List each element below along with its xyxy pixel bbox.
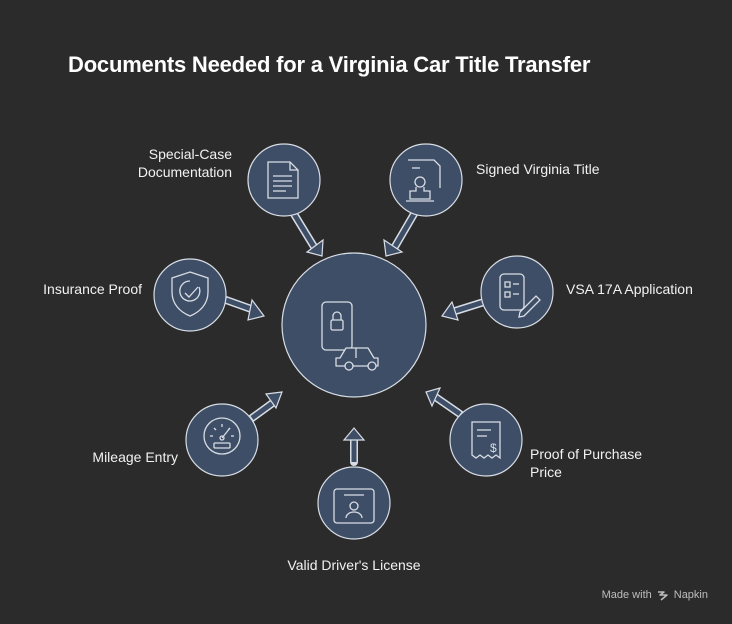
svg-text:$: $ — [490, 441, 497, 455]
node-mileage — [185, 403, 259, 477]
receipt-dollar-icon: $ — [471, 421, 501, 460]
node-special-case — [247, 143, 321, 217]
label-mileage: Mileage Entry — [92, 449, 178, 465]
napkin-brand-text: Napkin — [673, 589, 708, 601]
speedometer-icon — [203, 417, 241, 455]
shield-check-icon — [171, 271, 209, 317]
node-signed-title — [389, 143, 463, 217]
napkin-logo-icon — [657, 591, 668, 601]
id-card-icon — [333, 488, 375, 524]
center-node — [281, 252, 427, 398]
arrow-mileage — [248, 391, 283, 422]
arrow-vsa-17a — [440, 298, 488, 321]
document-icon — [267, 161, 299, 199]
node-insurance — [153, 258, 227, 332]
node-drivers-license — [317, 466, 391, 540]
label-proof-purchase: Proof of Purchase Price — [530, 446, 643, 480]
phone-lock-car-icon — [321, 301, 379, 371]
label-signed-title: Signed Virginia Title — [476, 161, 600, 177]
arrow-insurance — [222, 296, 266, 321]
arrow-signed-title — [383, 210, 418, 257]
arrow-proof-purchase — [425, 387, 464, 418]
checklist-pen-icon — [499, 273, 541, 318]
arrow-special-case — [290, 210, 324, 257]
stamp-certificate-icon — [406, 159, 441, 202]
arrow-drivers-license — [342, 427, 366, 466]
label-special-case: Special-Case Documentation — [137, 146, 232, 180]
diagram-title: Documents Needed for a Virginia Car Titl… — [68, 52, 591, 77]
label-vsa-17a: VSA 17A Application — [566, 281, 693, 297]
label-insurance: Insurance Proof — [43, 281, 142, 297]
napkin-footer: Made with Napkin — [602, 589, 708, 601]
node-vsa-17a — [480, 255, 554, 329]
made-with-text: Made with — [601, 589, 652, 601]
node-proof-purchase: $ — [449, 403, 523, 477]
label-drivers-license: Valid Driver's License — [287, 557, 421, 573]
